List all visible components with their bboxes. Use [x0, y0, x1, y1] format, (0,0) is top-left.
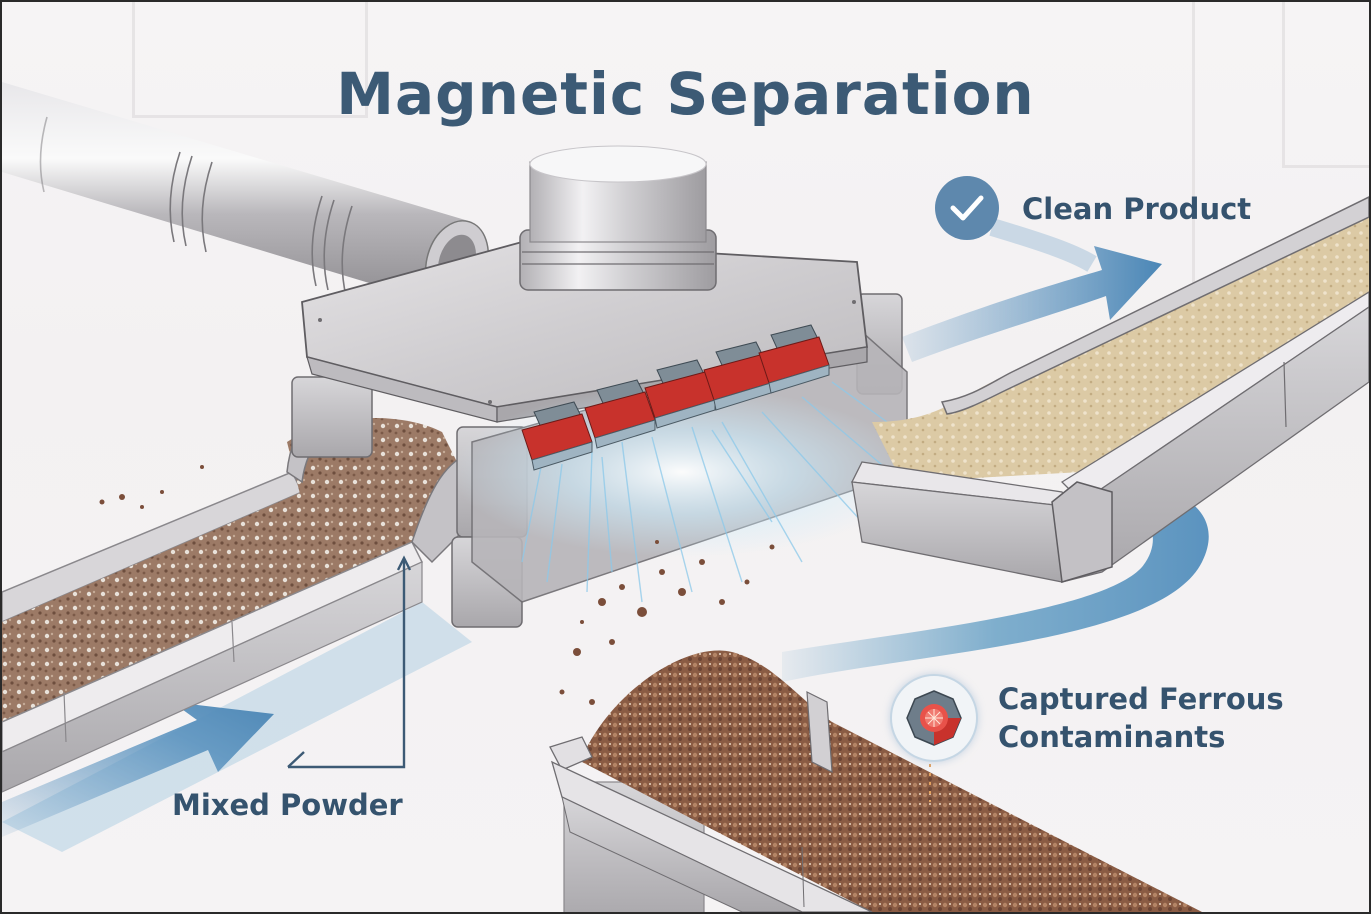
captured-ferrous-label-line2: Contaminants [998, 720, 1226, 754]
background-window [132, 2, 368, 118]
mixed-powder-label: Mixed Powder [172, 788, 403, 822]
ferrous-contaminant-trough [549, 650, 1202, 912]
magnet-ring-icon [890, 674, 978, 762]
falling-ferrous-particles [99, 465, 775, 705]
magnet [584, 379, 656, 449]
captured-ferrous-label: Captured Ferrous Contaminants [998, 680, 1284, 756]
mixed-powder-flow-arrow [2, 602, 472, 852]
checkmark-circle-icon [935, 176, 999, 240]
magnet-array [521, 324, 830, 471]
captured-ferrous-label-line1: Captured Ferrous [998, 682, 1284, 716]
magnet [521, 401, 593, 471]
background-window [1282, 2, 1369, 168]
clean-product-flow-arrow [902, 218, 1162, 362]
magnet [758, 324, 830, 394]
clean-product-label: Clean Product [1022, 192, 1252, 226]
mixed-powder-leader-line [287, 555, 412, 769]
mixed-powder-trough [2, 391, 473, 793]
page-title: Magnetic Separation [336, 60, 1035, 128]
clean-product-chute [851, 196, 1369, 583]
magnet [703, 341, 775, 411]
